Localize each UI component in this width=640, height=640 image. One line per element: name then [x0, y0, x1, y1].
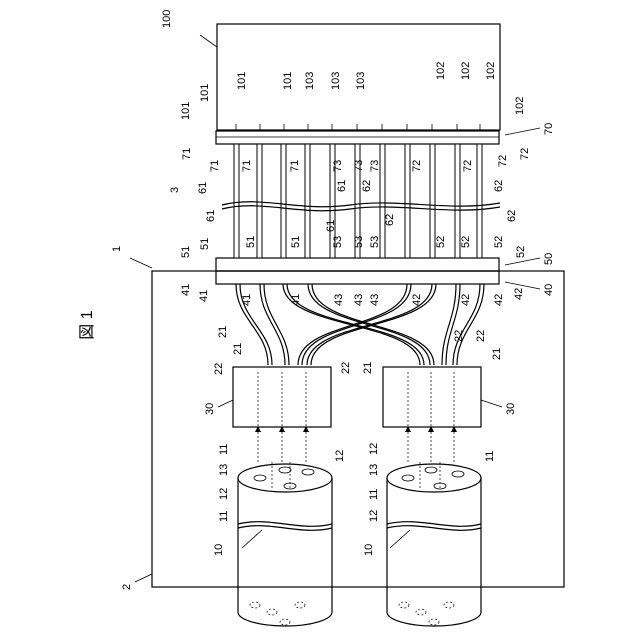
label-top-2: 101 — [236, 72, 248, 90]
label-42-c: 42 — [493, 294, 505, 306]
label-53-c: 53 — [369, 236, 381, 248]
ref-cable-group: 3 — [169, 187, 181, 193]
label-61-a: 61 — [197, 182, 209, 194]
label-22-a: 22 — [213, 363, 225, 375]
connector-70 — [216, 131, 499, 144]
label-62-d: 62 — [506, 210, 518, 222]
label-22-d: 22 — [475, 330, 487, 342]
ref-box-30-left: 30 — [204, 403, 216, 415]
label-61-c: 61 — [336, 180, 348, 192]
label-top-1: 101 — [199, 84, 211, 102]
label-43-a: 43 — [333, 294, 345, 306]
label-top-5: 103 — [330, 72, 342, 90]
label-12-b: 12 — [334, 450, 346, 462]
ref-box-30-right: 30 — [505, 403, 517, 415]
label-52-b: 52 — [460, 236, 472, 248]
label-top-3: 101 — [282, 72, 294, 90]
label-12-d: 12 — [368, 510, 380, 522]
ref-system: 1 — [111, 246, 123, 252]
label-12-c: 12 — [368, 443, 380, 455]
label-62-b: 62 — [384, 214, 396, 226]
label-53-b: 53 — [353, 236, 365, 248]
figure-title: 図 1 — [79, 310, 96, 339]
label-52-c: 52 — [493, 236, 505, 248]
label-51-a: 51 — [180, 246, 192, 258]
label-top-6: 103 — [355, 72, 367, 90]
label-41-a: 41 — [180, 284, 192, 296]
ref-cable-10-right: 10 — [363, 544, 375, 556]
label-43-c: 43 — [369, 294, 381, 306]
label-11-c: 11 — [368, 489, 380, 500]
label-11-a: 11 — [218, 444, 230, 455]
label-51-d: 51 — [290, 236, 302, 248]
label-top-10: 102 — [514, 97, 526, 115]
label-top-7: 102 — [435, 62, 447, 80]
label-73-a: 73 — [332, 160, 344, 172]
label-13-a: 13 — [218, 464, 230, 476]
ref-device: 100 — [161, 10, 173, 28]
label-11-b: 11 — [218, 511, 230, 522]
label-22-c: 22 — [453, 330, 465, 342]
label-41-c: 41 — [241, 294, 253, 306]
label-51-c: 51 — [245, 236, 257, 248]
label-61-d: 61 — [325, 220, 337, 232]
label-21-d: 21 — [491, 348, 503, 360]
label-11-d: 11 — [484, 451, 496, 462]
label-42-a: 42 — [411, 294, 423, 306]
label-73-c: 73 — [369, 160, 381, 172]
ref-conn-40: 40 — [543, 284, 555, 296]
ref-cable-10-left: 10 — [213, 544, 225, 556]
substrate-2 — [152, 271, 564, 587]
label-52-d: 52 — [515, 246, 527, 258]
label-61-b: 61 — [205, 210, 217, 222]
ref-substrate: 2 — [121, 584, 133, 590]
label-73-b: 73 — [353, 160, 365, 172]
label-top-8: 102 — [460, 62, 472, 80]
box-30-right — [383, 367, 481, 427]
label-51-b: 51 — [199, 238, 211, 250]
label-72-c: 72 — [497, 155, 509, 167]
label-13-b: 13 — [368, 464, 380, 476]
label-41-b: 41 — [198, 290, 210, 302]
ref-conn-70: 70 — [543, 123, 555, 135]
label-42-d: 42 — [513, 288, 525, 300]
label-71-c: 71 — [241, 160, 253, 172]
label-12-a: 12 — [218, 488, 230, 500]
label-62-a: 62 — [361, 180, 373, 192]
ref-conn-50: 50 — [543, 253, 555, 265]
label-52-a: 52 — [435, 236, 447, 248]
label-62-c: 62 — [493, 180, 505, 192]
label-top-9: 102 — [485, 62, 497, 80]
connector-50 — [216, 258, 499, 271]
label-top-4: 103 — [304, 72, 316, 90]
label-22-b: 22 — [340, 362, 352, 374]
label-72-a: 72 — [411, 160, 423, 172]
label-21-c: 21 — [362, 362, 374, 374]
label-71-a: 71 — [181, 148, 193, 160]
label-71-d: 71 — [289, 160, 301, 172]
label-41-d: 41 — [290, 294, 302, 306]
label-43-b: 43 — [353, 294, 365, 306]
label-21-a: 21 — [217, 326, 229, 338]
label-71-b: 71 — [209, 160, 221, 172]
cable-10-left — [238, 464, 332, 626]
label-21-b: 21 — [232, 343, 244, 355]
cable-10-right — [387, 464, 481, 626]
label-72-d: 72 — [519, 148, 531, 160]
label-53-a: 53 — [332, 236, 344, 248]
label-72-b: 72 — [462, 160, 474, 172]
label-42-b: 42 — [460, 294, 472, 306]
connector-40 — [216, 271, 499, 284]
label-top-0: 101 — [180, 102, 192, 120]
